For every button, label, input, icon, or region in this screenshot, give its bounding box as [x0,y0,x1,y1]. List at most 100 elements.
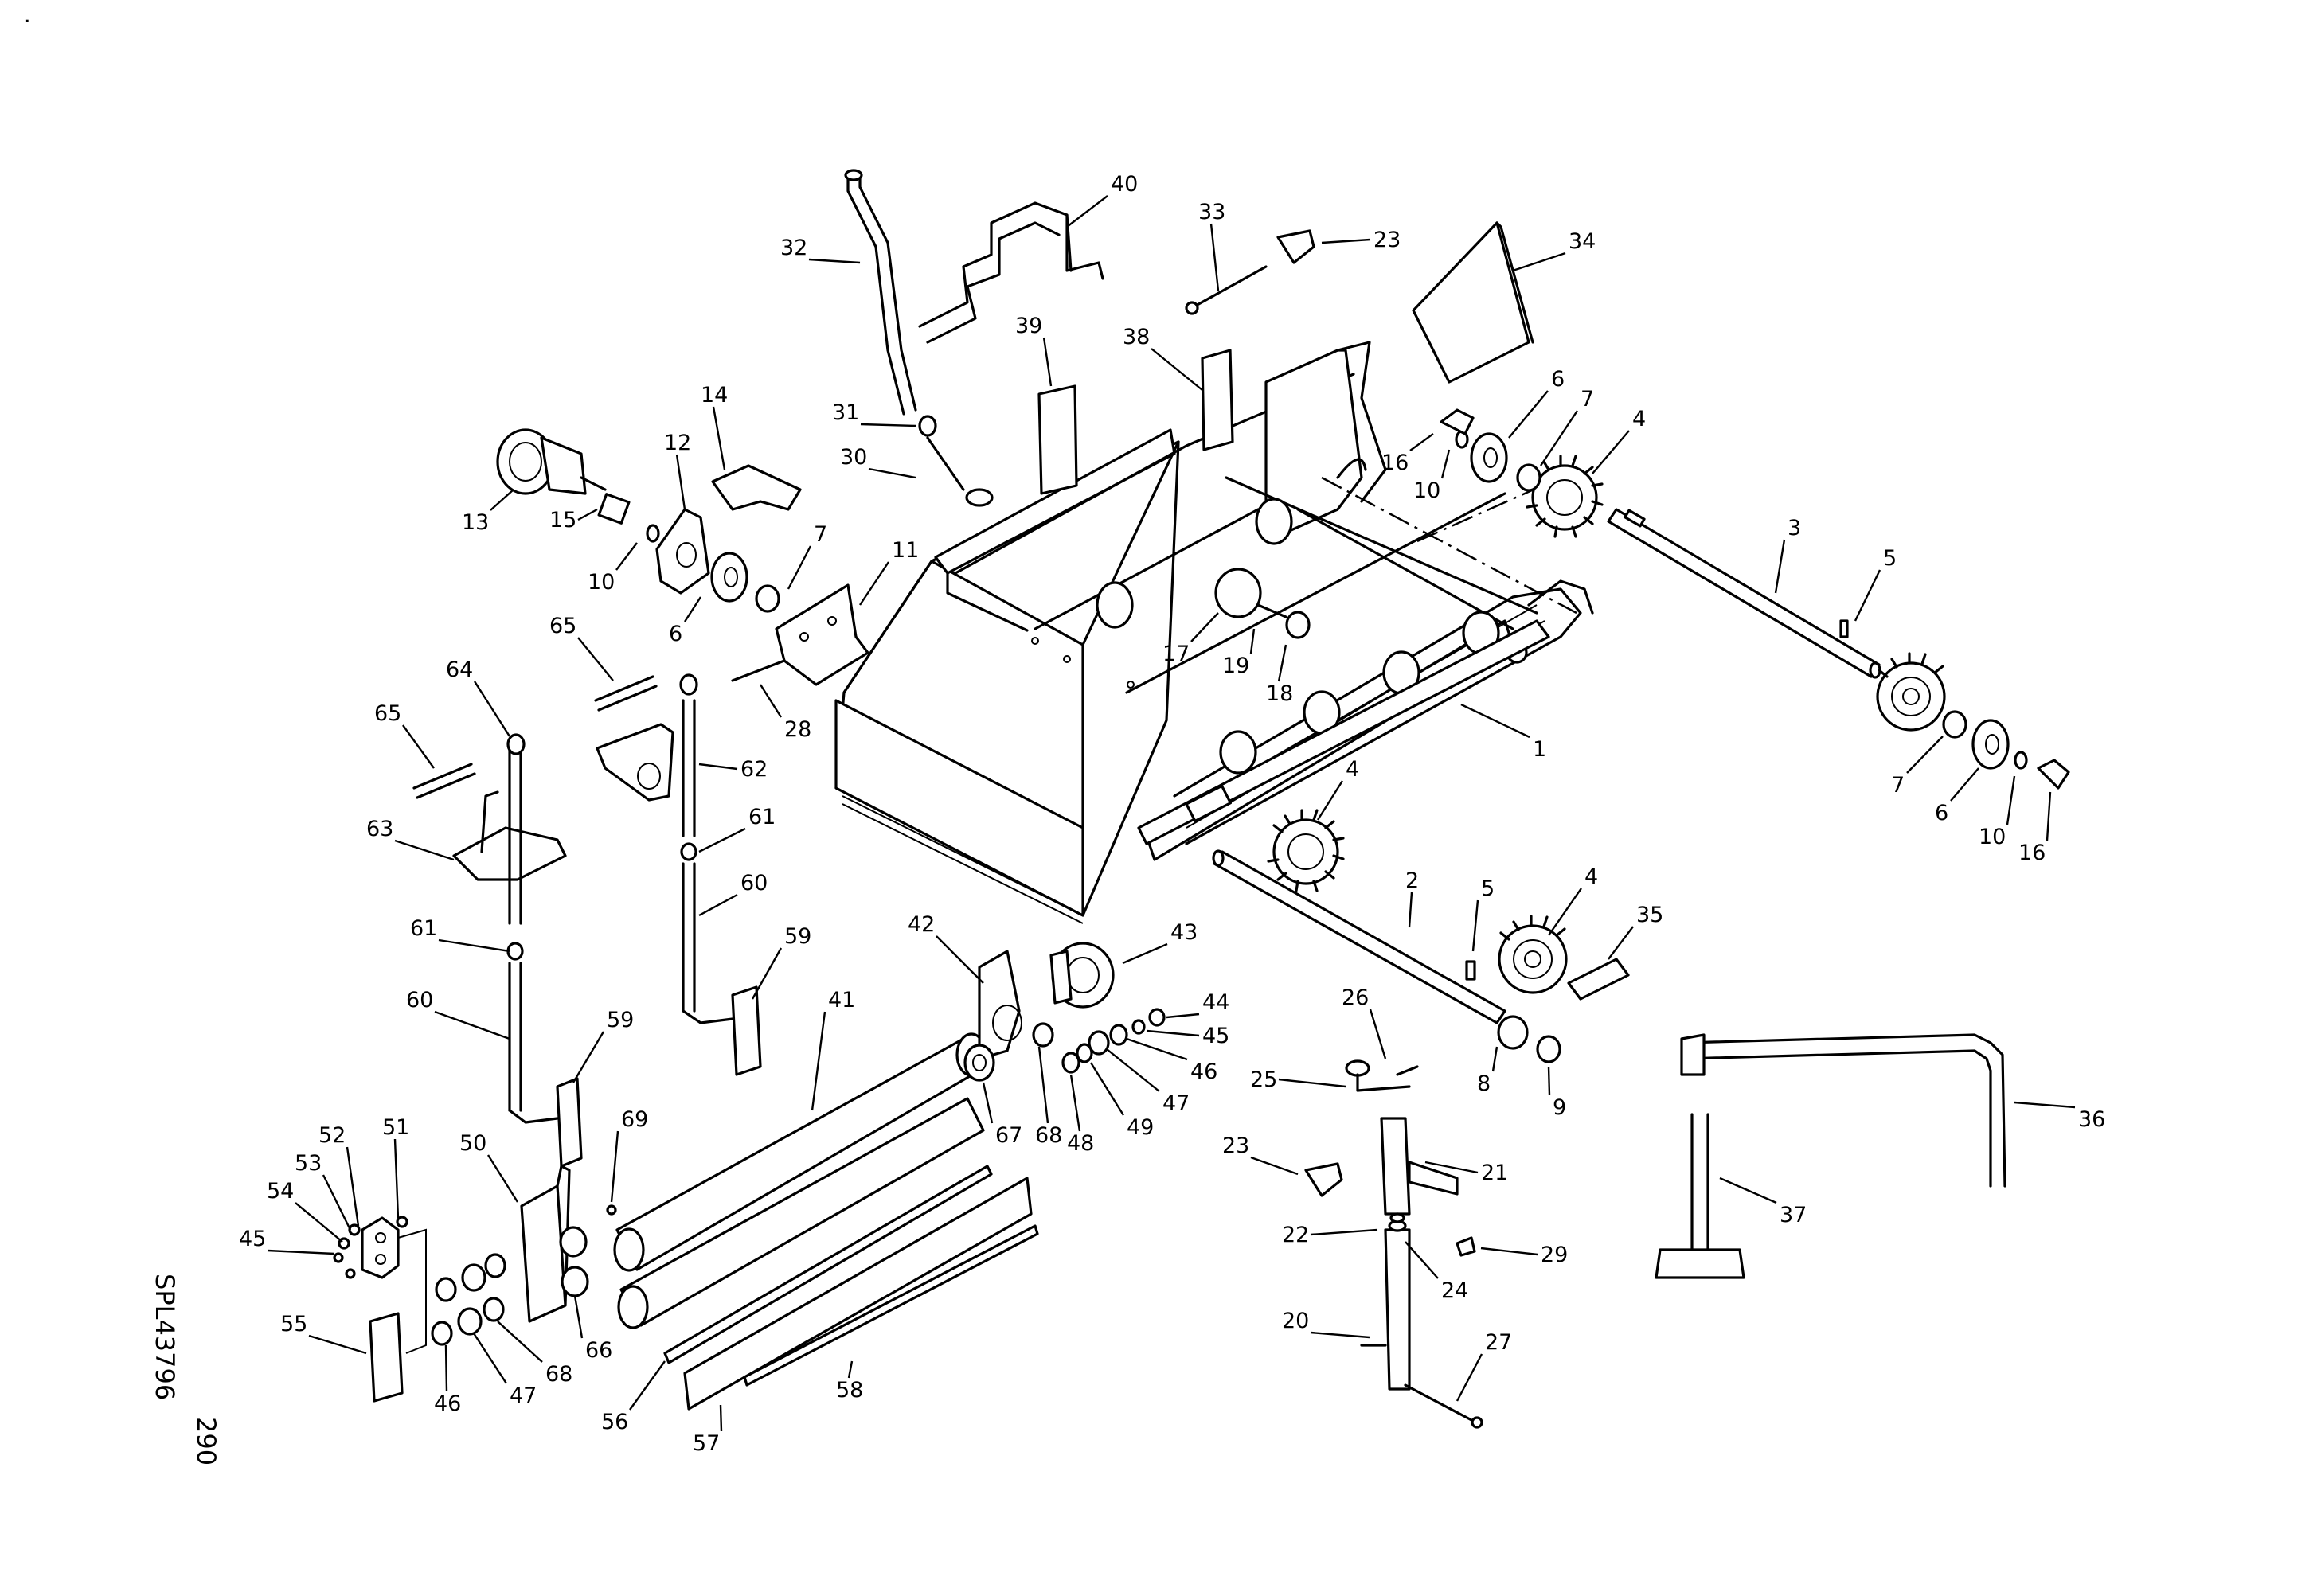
callout-c5a: 5 [1883,546,1897,571]
callout-c50: 50 [459,1131,486,1156]
callout-c36: 36 [2078,1107,2105,1132]
stand-part-21 [1380,1117,1459,1216]
callout-c68b: 68 [545,1362,572,1387]
callout-c7c: 7 [814,522,827,547]
bush-part-7-right [1942,710,1967,739]
collar-part-9 [1536,1035,1561,1063]
ring-part-44 [1148,1008,1166,1027]
leader-c41 [811,1011,826,1111]
leader-c24 [1405,1241,1439,1279]
leader-c10a [1440,449,1451,479]
callout-c17: 17 [1162,642,1190,666]
callout-c60a: 60 [740,871,768,896]
callout-c16b: 16 [2018,841,2046,865]
ring-part-49 [1076,1043,1093,1063]
callout-c5b: 5 [1481,876,1495,901]
callout-c14: 14 [701,383,728,408]
leader-c33 [1209,223,1220,291]
washer-part-10-left [646,524,660,543]
bush-part-7-top [1516,463,1541,492]
key-part-5-mid [1465,960,1476,981]
leader-c38 [1151,348,1203,391]
callout-c63: 63 [366,817,393,841]
ring-part-45 [1131,1019,1146,1035]
strip-part-58 [743,1224,1039,1387]
leader-c8 [1491,1046,1498,1072]
callout-c31: 31 [832,400,859,425]
leader-c47b [472,1333,508,1384]
shaft-part-48 [1061,1052,1080,1074]
callout-c34: 34 [1569,229,1596,254]
callout-c16a: 16 [1381,451,1409,475]
callout-c39: 39 [1015,314,1042,338]
leader-c2 [1408,892,1413,928]
clevis-part-64 [506,733,526,755]
leader-c36 [2014,1101,2076,1109]
callout-c54: 54 [267,1179,294,1204]
pin-part-65-right [594,675,658,712]
nut-part-61-left [506,942,524,961]
leader-c16a [1409,433,1434,451]
strip-part-57 [683,1177,1033,1411]
callout-c32: 32 [780,236,807,260]
callout-c46b: 46 [434,1391,461,1416]
leader-c23b [1250,1156,1299,1176]
leader-c22 [1310,1228,1378,1236]
leader-lines [267,195,2076,1432]
leader-c4b [1316,780,1344,821]
callout-c2: 2 [1405,868,1419,893]
shaft-part-3 [1607,508,1881,679]
leader-c52 [346,1146,360,1227]
rod-part-30 [926,436,994,507]
callout-c13: 13 [462,510,489,535]
leader-c68a [1037,1046,1049,1124]
leader-c6a [1508,390,1549,439]
cap-part-18 [1285,611,1311,639]
callout-c64: 64 [446,658,473,682]
callout-c44: 44 [1202,990,1229,1015]
callout-c24: 24 [1441,1278,1468,1303]
callout-c18: 18 [1266,681,1293,706]
leader-c40 [1066,195,1108,228]
bracket-part-63 [452,747,567,925]
callout-c6b: 6 [1935,801,1948,825]
bearing-part-67 [963,1044,995,1082]
callout-c12: 12 [664,431,691,455]
leader-c45a [1146,1029,1200,1037]
nut-part-31 [918,415,937,437]
bracket-part-42 [978,950,1021,1060]
leader-c11 [859,561,889,606]
clip-part-16-right [2037,759,2070,790]
bracket-part-59-lower [556,1077,583,1168]
washer-part-24 [1389,1212,1405,1223]
leader-c61a [698,827,746,853]
ring-part-68-top [1032,1022,1054,1048]
gear-part-4-right [1876,652,1946,732]
callout-c7b: 7 [1891,773,1905,798]
callout-c52: 52 [318,1123,346,1148]
callout-c59b: 59 [607,1008,634,1032]
callout-c6c: 6 [669,622,682,646]
callout-c28: 28 [784,717,811,742]
drawing-code: SPL43796 [150,1274,180,1400]
callout-c66: 66 [585,1338,612,1363]
callout-c35: 35 [1636,903,1663,927]
callout-c49: 49 [1127,1115,1154,1140]
callout-c9: 9 [1553,1095,1566,1120]
bearing-part-6-top [1470,432,1508,483]
ring-part-46-left [431,1321,453,1346]
pin-part-19 [1256,603,1287,618]
leader-c46a [1126,1037,1188,1061]
roller-part-17 [1214,568,1262,618]
leader-c50 [486,1154,519,1203]
callout-c26: 26 [1342,985,1369,1010]
clutch-part-8 [1497,1015,1529,1050]
plate-part-39 [1037,384,1078,495]
callout-c69: 69 [621,1107,648,1132]
leader-c49 [1089,1062,1125,1116]
leader-c61b [438,938,510,953]
callout-c46a: 46 [1190,1059,1217,1084]
handle-part-25 [1345,1059,1411,1092]
leader-c20 [1310,1331,1370,1339]
leader-c6b [1950,767,1979,802]
